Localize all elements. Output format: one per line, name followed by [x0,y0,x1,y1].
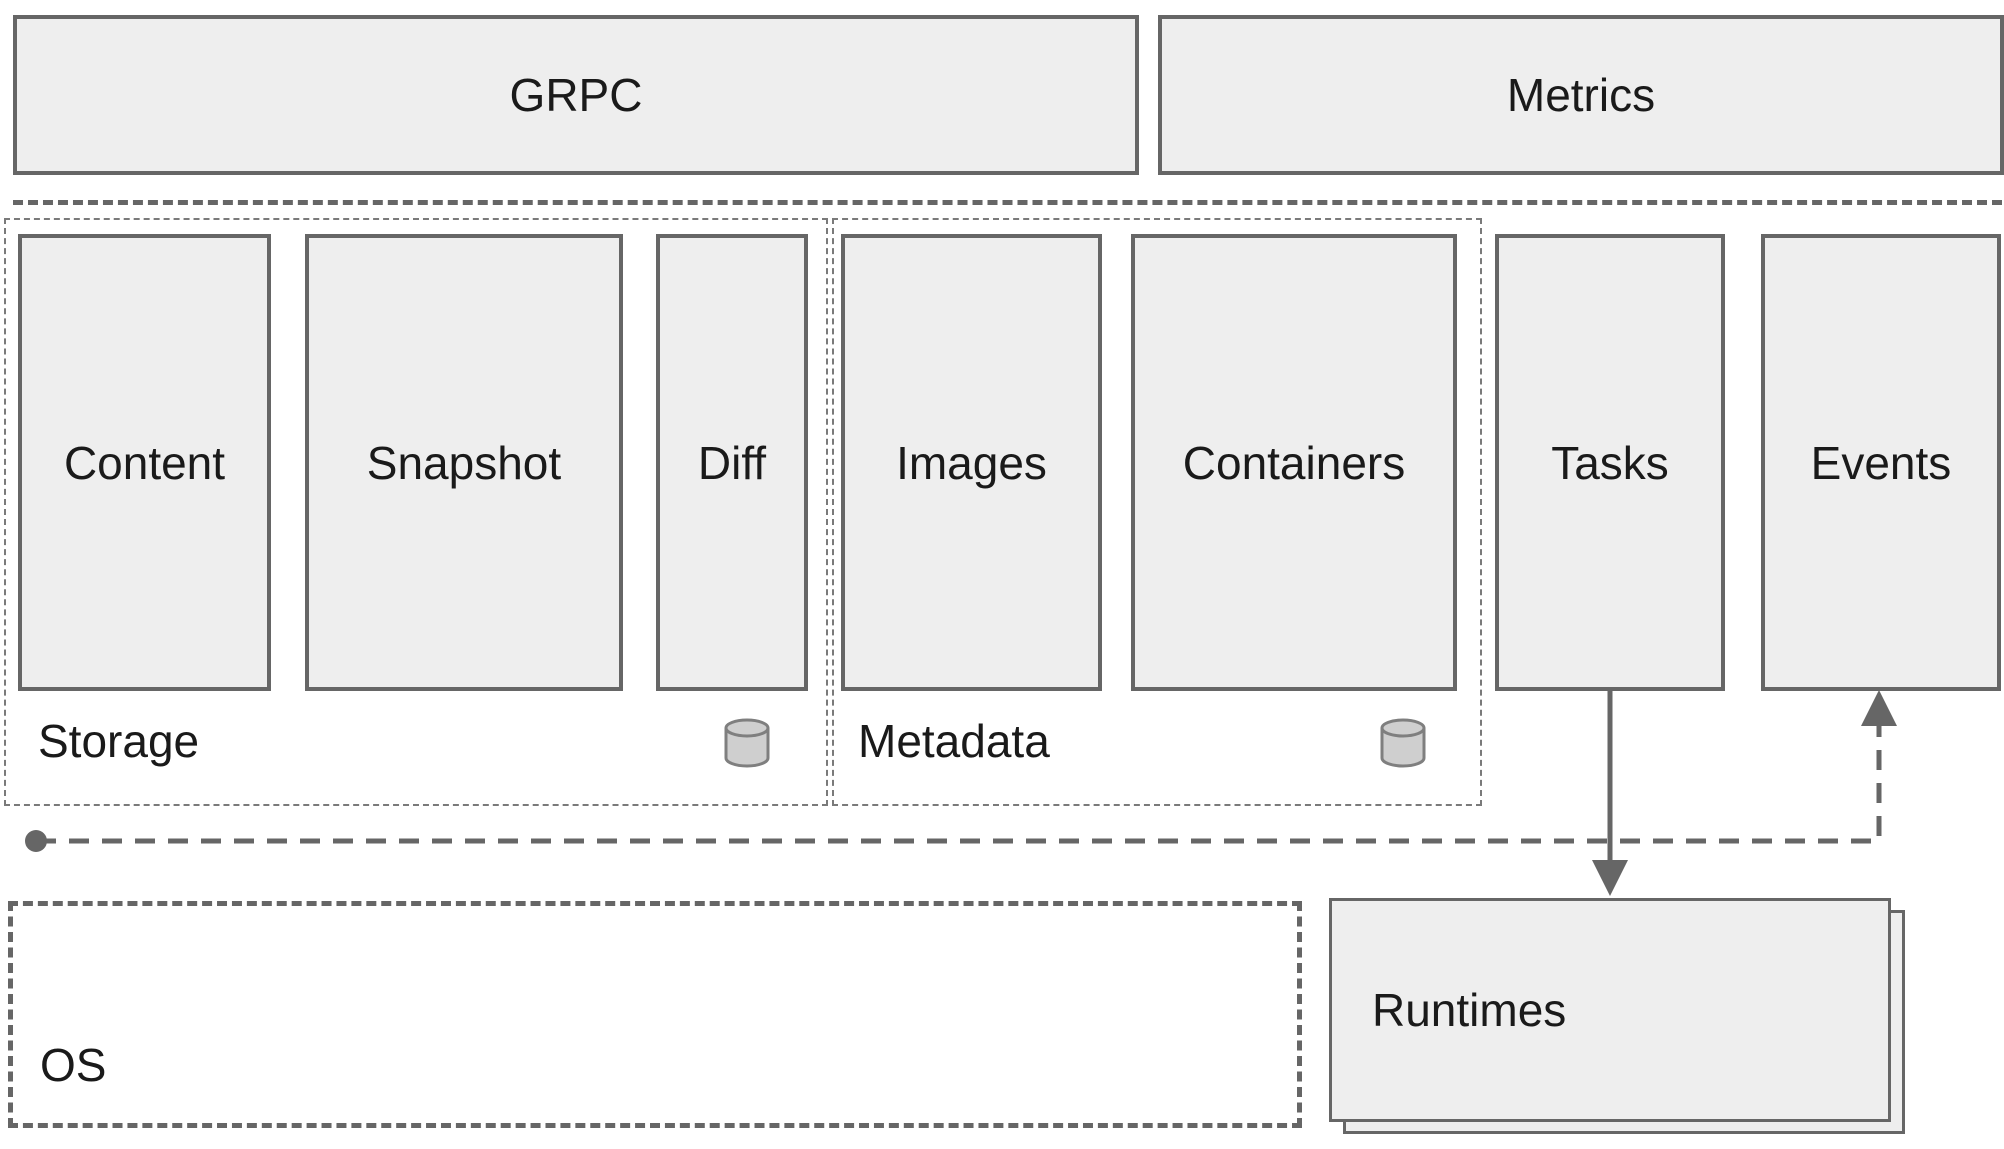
containers-label: Containers [1182,436,1406,489]
grpc-label: GRPC [509,69,643,121]
tasks-box: Tasks [1495,234,1725,691]
tasks-label: Tasks [1551,436,1669,489]
database-icon [1380,718,1426,768]
images-label: Images [896,436,1047,489]
events-box: Events [1761,234,2001,691]
runtimes-label: Runtimes [1372,984,1567,1036]
runtimes-box: Runtimes [1329,898,1891,1122]
arrow-down-icon [1592,860,1628,896]
content-label: Content [63,436,226,489]
snapshot-label: Snapshot [366,436,562,489]
diff-label: Diff [697,436,767,489]
metrics-box: Metrics [1158,15,2004,175]
content-box: Content [18,234,271,691]
containers-box: Containers [1131,234,1457,691]
os-label: OS [40,1039,107,1091]
metrics-label: Metrics [1506,69,1656,121]
api-separator-dashed-line [13,200,2002,205]
arrow-up-icon [1861,690,1897,726]
images-box: Images [841,234,1102,691]
database-icon [724,718,770,768]
snapshot-box: Snapshot [305,234,623,691]
grpc-box: GRPC [13,15,1139,175]
tasks-to-runtimes-arrow [1592,691,1628,896]
metadata-group-label: Metadata [858,715,1050,767]
os-box [8,901,1302,1128]
diff-box: Diff [656,234,808,691]
storage-group-label: Storage [38,715,200,767]
events-label: Events [1810,436,1952,489]
